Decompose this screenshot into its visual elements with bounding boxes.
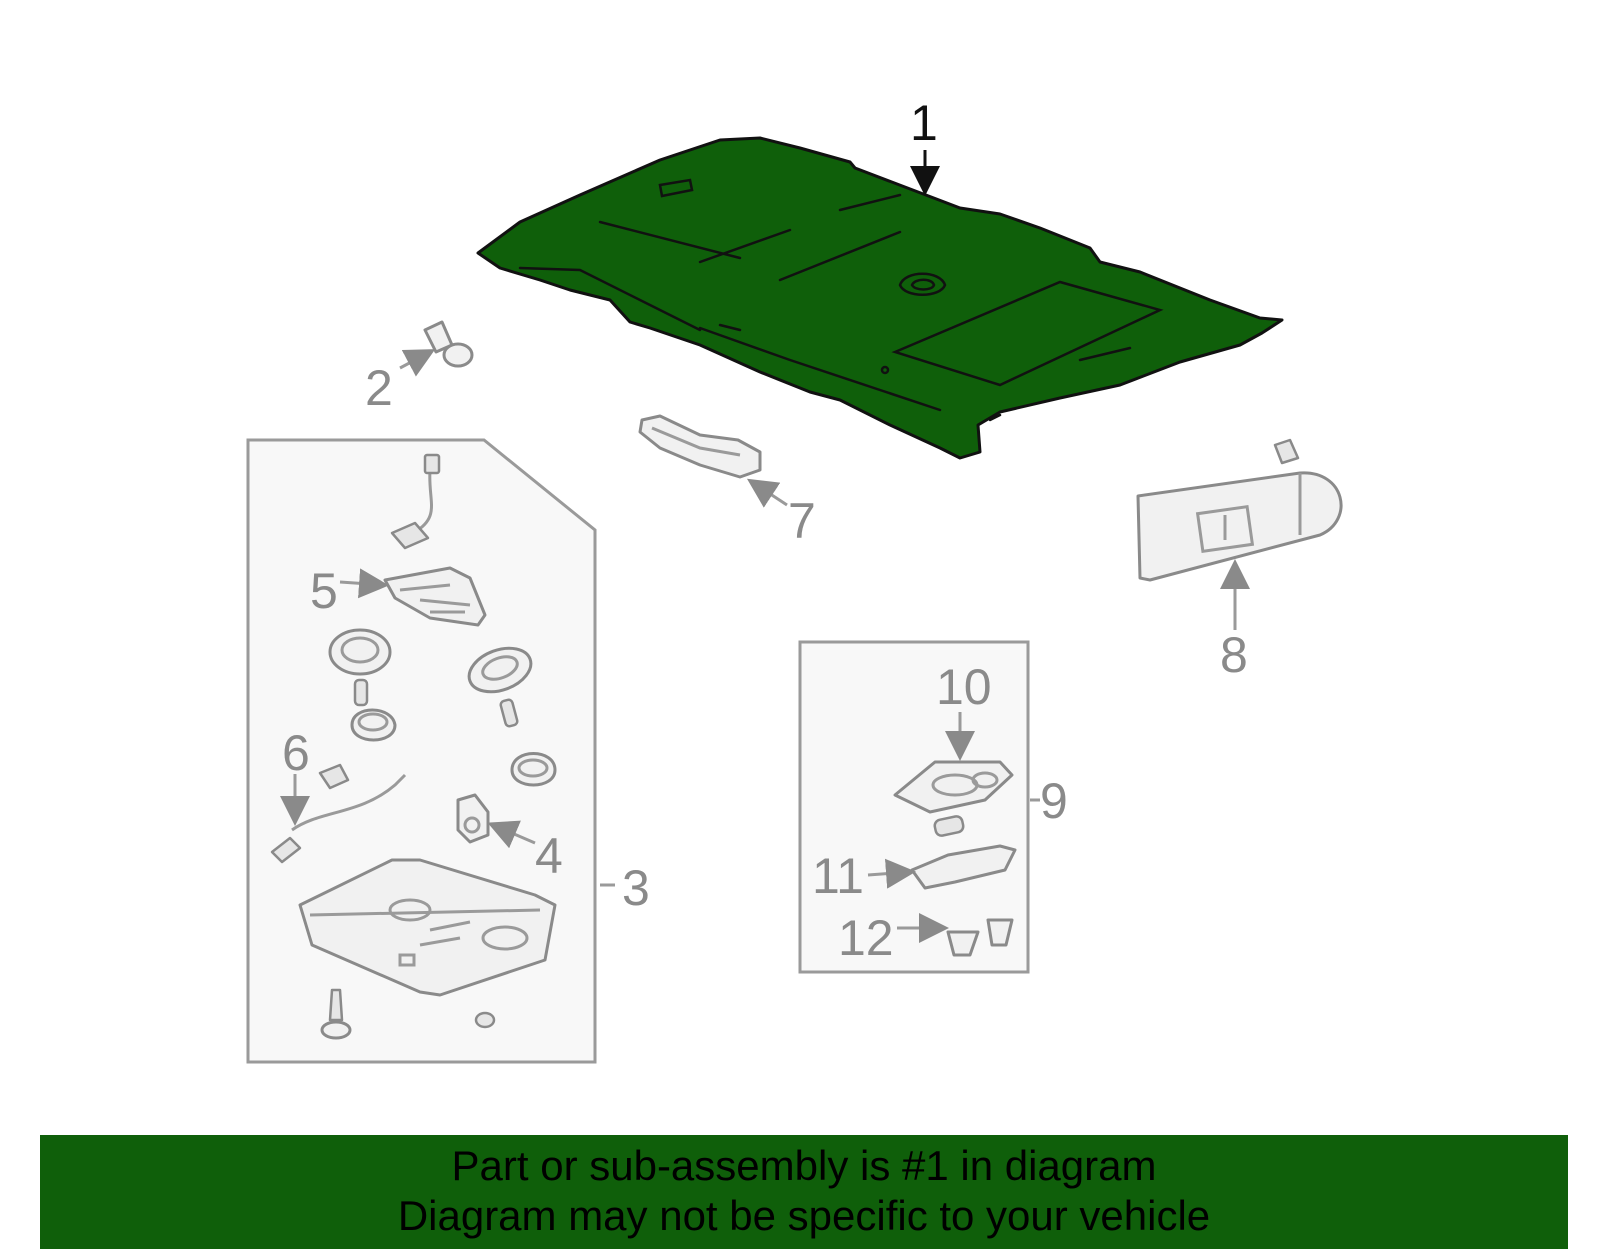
overhead-console-housing[interactable] xyxy=(298,858,557,997)
sun-visor-part[interactable]: 8 xyxy=(1136,438,1343,683)
dome-lamp-group-box: 9 xyxy=(798,640,1068,974)
callout-4: 4 xyxy=(535,828,563,884)
banner-line-part-info: Part or sub-assembly is #1 in diagram xyxy=(451,1142,1157,1189)
callout-10: 10 xyxy=(936,659,992,715)
grab-handle-part[interactable]: 7 xyxy=(638,414,816,549)
wire-part[interactable]: 6 xyxy=(270,725,407,864)
callout-1: 1 xyxy=(910,95,938,151)
lamp-housing-left[interactable] xyxy=(328,628,397,742)
console-wire-harness[interactable] xyxy=(390,453,441,550)
headliner-part[interactable]: 1 xyxy=(476,95,1284,460)
callout-6: 6 xyxy=(282,725,310,781)
lamp-housing-right[interactable] xyxy=(463,640,557,787)
callout-3: 3 xyxy=(622,860,650,916)
bulb-socket-part[interactable]: 4 xyxy=(456,793,563,884)
callout-9: 9 xyxy=(1040,773,1068,829)
console-clip[interactable] xyxy=(474,1011,496,1029)
switch-assembly-part[interactable]: 5 xyxy=(310,563,487,627)
lens-part[interactable]: 11 xyxy=(812,844,1017,904)
bulb-part[interactable]: 12 xyxy=(838,910,1014,966)
callout-5: 5 xyxy=(310,563,338,619)
push-pin-retainer-part[interactable]: 2 xyxy=(365,320,474,416)
banner-line-disclaimer: Diagram may not be specific to your vehi… xyxy=(397,1192,1211,1239)
console-screw[interactable] xyxy=(320,988,352,1040)
callout-8: 8 xyxy=(1220,627,1248,683)
callout-7: 7 xyxy=(788,493,816,549)
dome-lamp-part[interactable]: 10 xyxy=(893,659,1014,837)
callout-2: 2 xyxy=(365,360,393,416)
info-banner: Part or sub-assembly is #1 in diagram Di… xyxy=(40,1135,1568,1249)
callout-11: 11 xyxy=(812,848,864,904)
callout-12: 12 xyxy=(838,910,894,966)
